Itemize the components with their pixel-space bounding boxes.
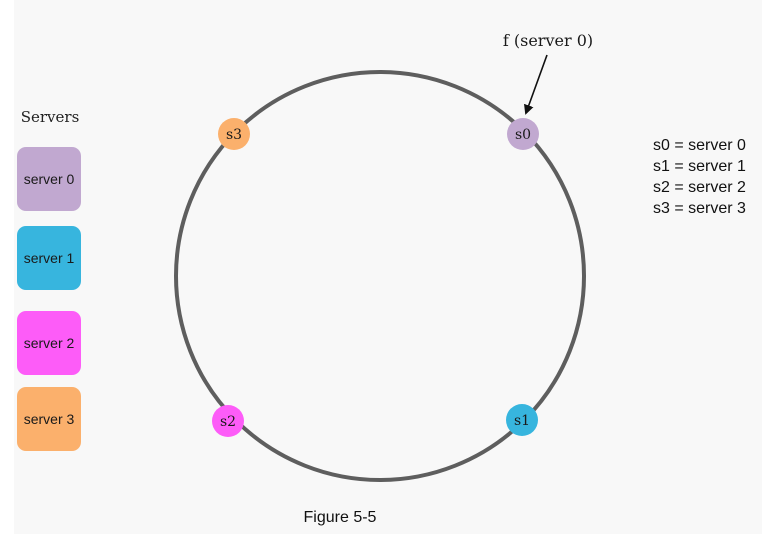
callout-label: f (server 0) <box>503 31 593 50</box>
ring-node-s2-label: s2 <box>220 414 236 430</box>
ring-node-s1-dot <box>506 404 538 436</box>
legend-line-s2: s2 = server 2 <box>653 179 746 196</box>
ring-node-s3: s3 <box>218 118 250 150</box>
legend-line-s3: s3 = server 3 <box>653 200 746 217</box>
legend-line-s0: s0 = server 0 <box>653 137 746 154</box>
ring-node-s1: s1 <box>506 404 538 436</box>
server-box-0: server 0 <box>17 147 81 211</box>
figure-caption: Figure 5-5 <box>303 509 377 526</box>
ring-node-s3-dot <box>218 118 250 150</box>
ring-node-s1-label: s1 <box>514 413 530 429</box>
ring-node-s2: s2 <box>212 405 244 437</box>
diagram-panel <box>14 0 762 534</box>
callout-arrow <box>524 54 548 115</box>
legend-line-s1: s1 = server 1 <box>653 158 746 175</box>
ring-node-s3-label: s3 <box>226 127 242 143</box>
hash-ring <box>174 70 586 482</box>
servers-heading: Servers <box>20 108 80 126</box>
server-box-1: server 1 <box>17 226 81 290</box>
node-legend: s0 = server 0 s1 = server 1 s2 = server … <box>653 135 746 219</box>
ring-node-s0: s0 <box>507 118 539 150</box>
server-box-3: server 3 <box>17 387 81 451</box>
ring-node-s0-dot <box>507 118 539 150</box>
server-box-2: server 2 <box>17 311 81 375</box>
ring-node-s0-label: s0 <box>515 127 531 143</box>
ring-node-s2-dot <box>212 405 244 437</box>
